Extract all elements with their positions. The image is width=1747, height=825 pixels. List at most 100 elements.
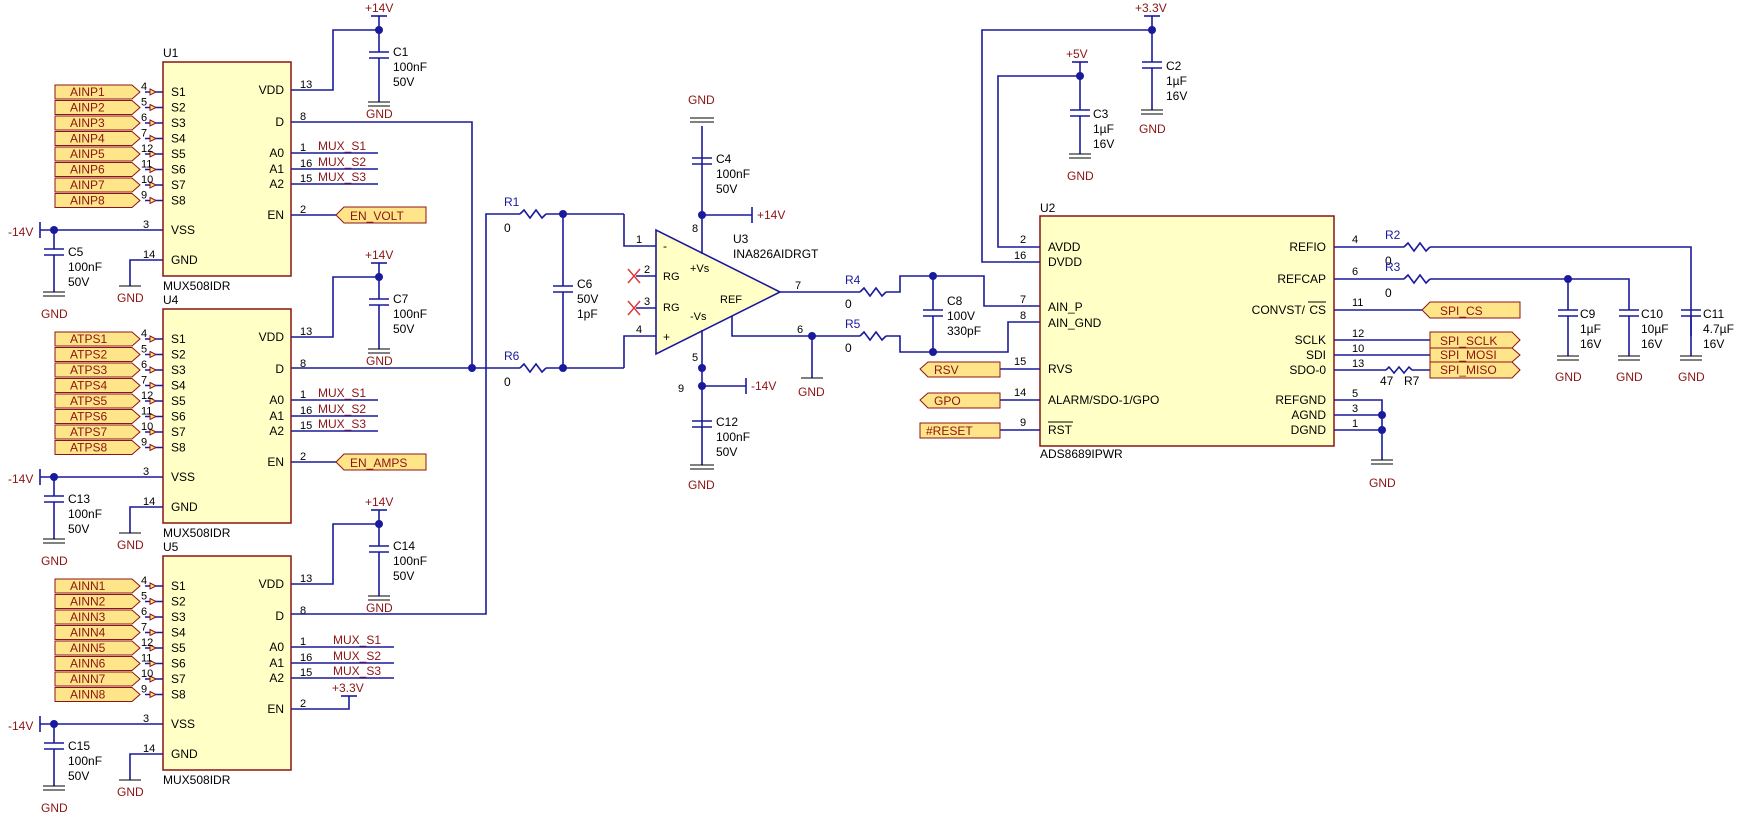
rail-gnd-adc: GND <box>1369 476 1396 490</box>
r5-val: 0 <box>845 341 852 355</box>
mux-u4-input-flag <box>54 362 141 378</box>
mux-u5-pin-number: 11 <box>141 653 152 665</box>
mux-u4-input-label: ATPS4 <box>70 379 107 393</box>
r2-body <box>1403 241 1431 253</box>
adc-num-refgnd: 5 <box>1352 388 1358 400</box>
rail-n14-u4: -14V <box>8 472 33 486</box>
mux-u1-pin-number: 7 <box>141 128 147 140</box>
wire-u4-gnd <box>129 506 163 533</box>
mux-u1-input-flag <box>54 100 141 115</box>
adc-pin-dgnd: DGND <box>1291 423 1327 437</box>
c9-v2: 16V <box>1580 337 1601 351</box>
mux-u5-pin-number: 4 <box>141 575 147 587</box>
mux-u4-pin-vss: VSS <box>171 470 195 484</box>
c8-v2: 330pF <box>947 324 981 338</box>
adc-u2: U2 ADS8689IPWR AVDD DVDD AIN_P AIN_GND R… <box>981 29 1364 461</box>
mux-u4-input-arrow <box>149 381 158 390</box>
mux-u5-input-label: AINN1 <box>70 579 106 593</box>
mux-u5-pin-number-vdd: 13 <box>300 573 312 585</box>
mux-u4-pin-number-d: 8 <box>300 358 306 370</box>
net-flags-spi: SPI_CS SPI_SCLK SPI_MOSI SPI_MISO <box>1421 301 1521 379</box>
ref-u5: U5 <box>163 540 179 554</box>
mux-u1-input-arrow <box>149 103 158 112</box>
mux-u4-input-label: ATPS6 <box>70 410 107 424</box>
junction <box>375 273 383 281</box>
wire-refgnd <box>1334 399 1383 460</box>
net-en-amps: EN_AMPS <box>350 456 407 470</box>
mux-u1-pin-number: 10 <box>141 174 153 186</box>
mux-u4-input-label: ATPS8 <box>70 441 107 455</box>
c10-v2: 16V <box>1641 337 1662 351</box>
c4-v2: 50V <box>716 182 737 196</box>
part-u2: ADS8689IPWR <box>1040 447 1123 461</box>
c10-ref: C10 <box>1641 307 1663 321</box>
adc-pin-aingnd: AIN_GND <box>1048 316 1102 330</box>
mux-u1-pin-d: D <box>275 115 284 129</box>
adc-num-ainp: 7 <box>1020 294 1026 306</box>
mux-u1-pin-number: 5 <box>141 97 147 109</box>
c12-v2: 50V <box>716 445 737 459</box>
net-spi-sclk: SPI_SCLK <box>1440 334 1497 348</box>
net-spi-miso: SPI_MISO <box>1440 363 1497 377</box>
rail-n14-u5: -14V <box>8 719 33 733</box>
mux-u1-pin-name: S7 <box>171 178 186 192</box>
adc-pin-convst: CONVST/ <box>1252 303 1306 317</box>
net-mux-s3-u4: MUX_S3 <box>318 417 366 431</box>
c5-v1: 100nF <box>68 260 102 274</box>
mux-u4-input-arrow <box>149 428 158 436</box>
net-flag-en-amps <box>335 453 427 471</box>
mux-u5-pin-name: S7 <box>171 672 186 686</box>
ref-u4: U4 <box>163 293 179 307</box>
mux-u1-pin-en: EN <box>267 208 284 222</box>
mux-u5-pin-number-a2: 15 <box>300 667 312 679</box>
c2-ref: C2 <box>1166 59 1182 73</box>
rail-n14-amp: -14V <box>751 379 776 393</box>
mux-u1-input-label: AINP3 <box>70 116 105 130</box>
junction <box>1378 411 1386 419</box>
mux-u4-pin-gnd: GND <box>171 500 198 514</box>
r1-ref: R1 <box>504 195 520 209</box>
mux-u4-pin-number: 4 <box>141 328 147 340</box>
mux-u5-pin-name: S8 <box>171 688 186 702</box>
adc-pin-rst: RST <box>1048 423 1073 437</box>
c14-v2: 50V <box>393 569 414 583</box>
r1-val: 0 <box>504 221 511 235</box>
c3-v2: 16V <box>1093 137 1114 151</box>
adc-spi-wiring: 47 R7 GND <box>1334 309 1430 490</box>
mux-u5-pin-number: 6 <box>141 606 147 618</box>
junction <box>375 520 383 528</box>
rail-gnd-u1: GND <box>117 291 144 305</box>
adc-num-aingnd: 8 <box>1020 310 1026 322</box>
mux-u1-input-flag <box>54 131 141 146</box>
wire-u1-vdd <box>291 29 379 91</box>
mux-u4-pin-name: S8 <box>171 441 186 455</box>
mux-u5-body <box>162 555 292 771</box>
adc-pin-dvdd: DVDD <box>1048 255 1082 269</box>
rail-gnd-c13: GND <box>41 554 68 568</box>
amp-pin-minus: - <box>663 239 667 253</box>
net-flag-spi-sclk <box>1429 331 1521 349</box>
rail-gnd-c10: GND <box>1616 370 1643 384</box>
mux-u4-input-label: ATPS5 <box>70 394 107 408</box>
mux-u4-pin-number: 11 <box>141 406 152 418</box>
rail-p14-c14: +14V <box>365 495 393 509</box>
mux-u1-input-label: AINP6 <box>70 163 105 177</box>
net-mux-s1-u4: MUX_S1 <box>318 386 366 400</box>
rail-p14-amp: +14V <box>757 208 785 222</box>
wire-r3-c10 <box>1430 278 1630 310</box>
adc-num-refio: 4 <box>1352 234 1358 246</box>
mux-u4-pin-number-a1: 16 <box>300 405 312 417</box>
mux-u5-input-label: AINN8 <box>70 688 106 702</box>
mux-u4-pin-number: 7 <box>141 375 147 387</box>
mux-u4-pin-number-a2: 15 <box>300 420 312 432</box>
c11-v1: 4.7µF <box>1703 322 1734 336</box>
adc-pin-cs: CS <box>1309 303 1326 317</box>
c5-ref: C5 <box>68 245 84 259</box>
adc-pin-agnd: AGND <box>1291 408 1326 422</box>
mux-u5-pin-number: 10 <box>141 668 153 680</box>
mux-u5-pin-a2: A2 <box>269 671 284 685</box>
mux-u5-pin-vdd: VDD <box>259 577 285 591</box>
amp-num-7: 7 <box>795 280 801 292</box>
rail-gnd-c1: GND <box>366 107 393 121</box>
